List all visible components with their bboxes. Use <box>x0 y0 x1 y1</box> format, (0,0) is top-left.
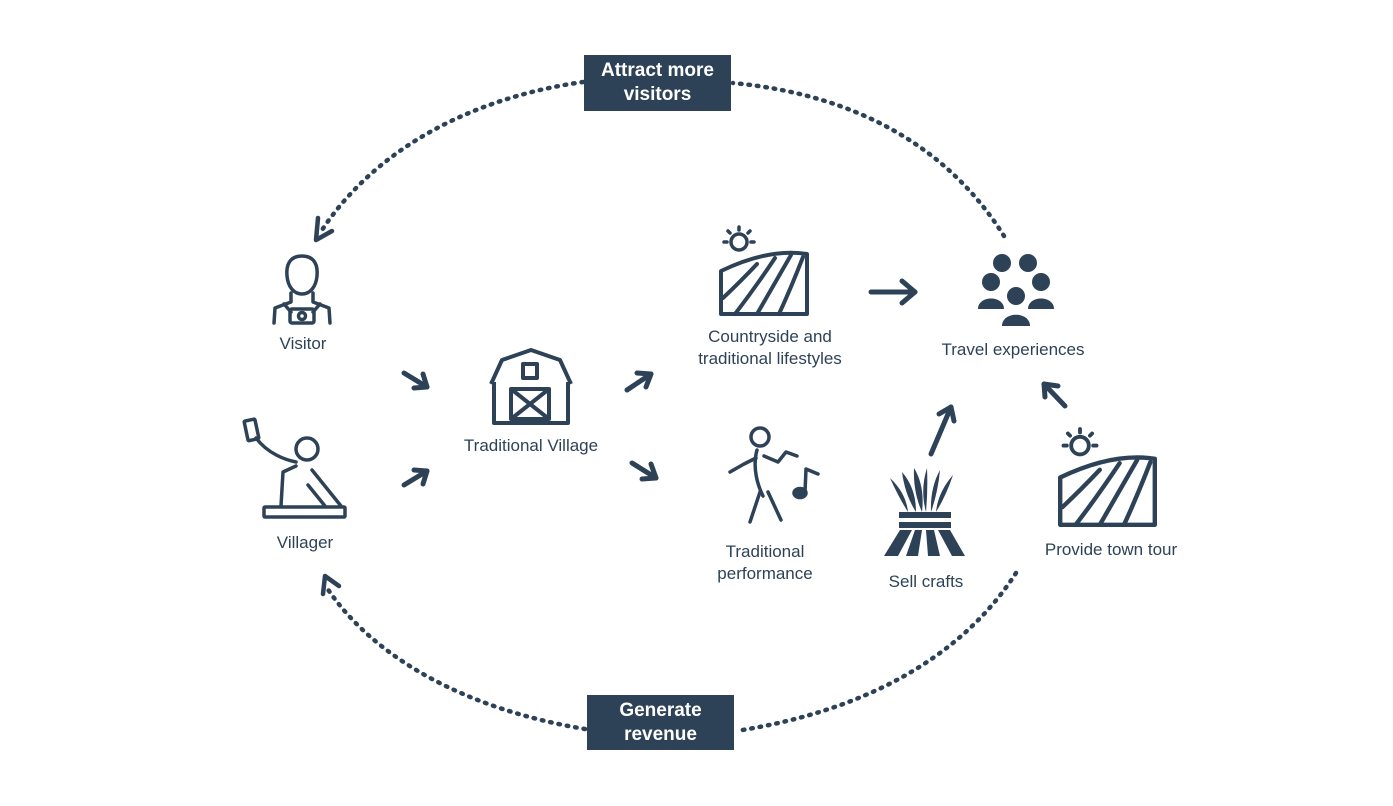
barn-icon <box>489 348 573 425</box>
arrow-visitor-to-village-icon <box>401 370 430 391</box>
arrow-tour-to-experiences-icon <box>1041 381 1068 409</box>
arrowhead-villager-icon <box>320 573 342 597</box>
sun-over-field-icon <box>719 225 809 316</box>
village-label: Traditional Village <box>463 436 599 455</box>
performance-label: Traditional performance <box>717 542 813 583</box>
villager-label: Villager <box>276 533 334 552</box>
arrow-villager-to-village-icon <box>401 467 430 488</box>
arrow-village-to-countryside-icon <box>624 370 654 393</box>
attract-visitors-box: Attract more visitors <box>584 55 731 111</box>
generate-revenue-box: Generate revenue <box>587 695 734 750</box>
dancer-with-music-note-icon <box>728 426 820 524</box>
countryside-label: Countryside and traditional lifestyles <box>698 327 842 368</box>
arc-tour-to-revenue <box>733 570 1019 734</box>
arrow-crafts-to-experiences-icon <box>928 404 957 457</box>
group-of-people-icon <box>978 254 1054 326</box>
town-tour-label: Provide town tour <box>1044 540 1178 559</box>
travel-experiences-label: Travel experiences <box>941 340 1085 359</box>
arc-experiences-to-attract <box>730 80 1007 239</box>
arrowhead-visitor-icon <box>313 215 335 243</box>
sell-crafts-label: Sell crafts <box>888 572 964 591</box>
arc-attract-to-visitor <box>319 79 586 233</box>
arc-revenue-to-villager <box>324 585 588 732</box>
cycle-arcs <box>319 79 1019 734</box>
arrow-village-to-performance-icon <box>629 460 659 482</box>
craftsman-with-hammer-icon <box>242 417 347 519</box>
wheat-sheaf-icon <box>884 468 965 556</box>
sun-over-field-icon <box>1060 429 1155 525</box>
arrow-countryside-to-experiences-icon <box>868 278 918 306</box>
visitor-label: Visitor <box>279 334 327 353</box>
person-with-camera-icon <box>272 254 332 325</box>
